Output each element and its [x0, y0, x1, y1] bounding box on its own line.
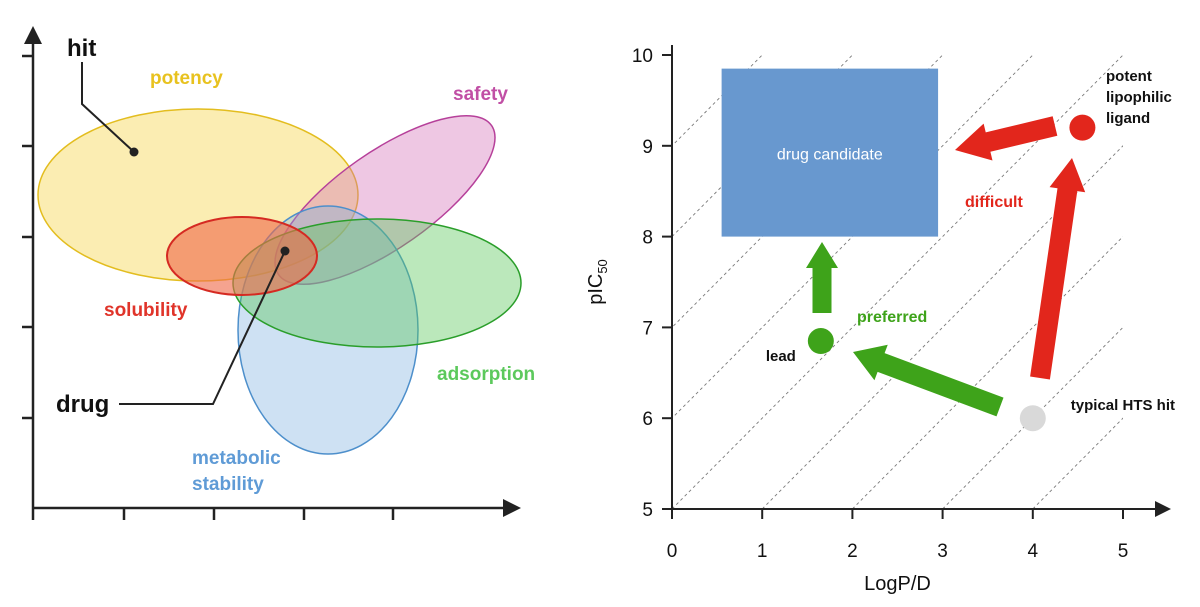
- left-panel: hit drug potency safety solubility adsor…: [22, 26, 535, 520]
- potent-lipophilic-ligand-label-line1: potent: [1106, 68, 1152, 85]
- y-tick-label: 9: [642, 137, 653, 158]
- right-axes: [662, 45, 1171, 519]
- y-tick-label: 8: [642, 228, 653, 249]
- y-tick-label: 5: [642, 500, 653, 521]
- difficult-annotation: difficult: [965, 194, 1023, 211]
- transition-arrows: [806, 116, 1086, 417]
- adsorption-label: adsorption: [437, 364, 535, 385]
- hit-marker: [129, 147, 139, 157]
- y-tick-label: 6: [642, 409, 653, 430]
- x-tick-label: 2: [847, 541, 858, 562]
- safety-label: safety: [453, 84, 508, 105]
- x-tick-label: 0: [667, 541, 678, 562]
- drug-candidate-label: drug candidate: [777, 147, 883, 164]
- diagonal-gridline: [942, 326, 1123, 509]
- lead-to-candidate-arrow: [806, 242, 838, 313]
- y-tick-label: 7: [642, 318, 653, 339]
- typical-hts-hit-label: typical HTS hit: [1071, 397, 1175, 414]
- drug-marker: [280, 246, 290, 256]
- drug-candidate-region: [721, 68, 939, 237]
- potent-ligand-to-candidate-arrow: [955, 116, 1058, 161]
- x-tick-label: 3: [937, 541, 948, 562]
- potent-lipophilic-ligand-point: [1069, 114, 1096, 141]
- preferred-annotation: preferred: [857, 309, 927, 326]
- x-tick-label: 5: [1118, 541, 1129, 562]
- potent-lipophilic-ligand-label-line3: ligand: [1106, 110, 1150, 127]
- x-axis-arrowhead: [1155, 501, 1171, 517]
- metabolic-label-line2: stability: [192, 474, 264, 495]
- solubility-label: solubility: [104, 300, 188, 321]
- hit-label: hit: [67, 35, 96, 62]
- typical-hts-hit-point: [1019, 405, 1046, 432]
- y-axis-label: pIC50: [585, 259, 610, 305]
- left-axes: [22, 26, 521, 520]
- drug-label: drug: [56, 391, 109, 418]
- hts-to-potent-ligand-arrow: [1030, 158, 1086, 380]
- x-tick-label: 1: [757, 541, 768, 562]
- potency-label: potency: [150, 68, 223, 89]
- y-axis-label-subscript: 50: [595, 259, 610, 273]
- y-tick-label: 10: [632, 46, 653, 67]
- hts-to-lead-arrow: [853, 344, 1004, 417]
- x-axis-label: LogP/D: [864, 573, 931, 595]
- solubility-ellipse: [166, 216, 318, 296]
- lead-point: [807, 328, 834, 355]
- data-points: [807, 114, 1096, 432]
- potent-lipophilic-ligand-label-line2: lipophilic: [1106, 89, 1172, 106]
- tick-labels: 0 1 2 3 4 5 5 6 7 8 9 10: [632, 46, 1128, 562]
- x-tick-label: 4: [1028, 541, 1039, 562]
- y-axis-label-main: pIC: [585, 274, 607, 305]
- metabolic-label-line1: metabolic: [192, 448, 281, 469]
- leader-lines: [81, 62, 286, 405]
- lead-label: lead: [766, 348, 796, 365]
